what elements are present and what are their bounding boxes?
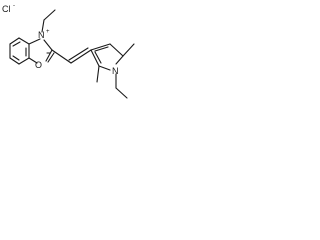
pyrrole-nitrogen-label: N xyxy=(112,66,119,76)
pyrrole-substituents xyxy=(96,43,135,99)
oxygen-label: O xyxy=(35,60,42,70)
benzene-ring xyxy=(9,37,30,65)
vinyl-linker xyxy=(51,47,92,64)
pyrrole-ring xyxy=(90,43,124,71)
n-ethyl-group xyxy=(41,9,56,33)
chemical-structure-diagram: Cl - N + O N xyxy=(2,3,135,99)
nitrogen-plus-charge: + xyxy=(46,29,50,35)
oxazole-ring xyxy=(28,38,55,64)
chloride-label: Cl xyxy=(2,4,11,14)
chloride-charge: - xyxy=(13,3,15,9)
nitrogen-plus-label: N xyxy=(38,30,45,40)
